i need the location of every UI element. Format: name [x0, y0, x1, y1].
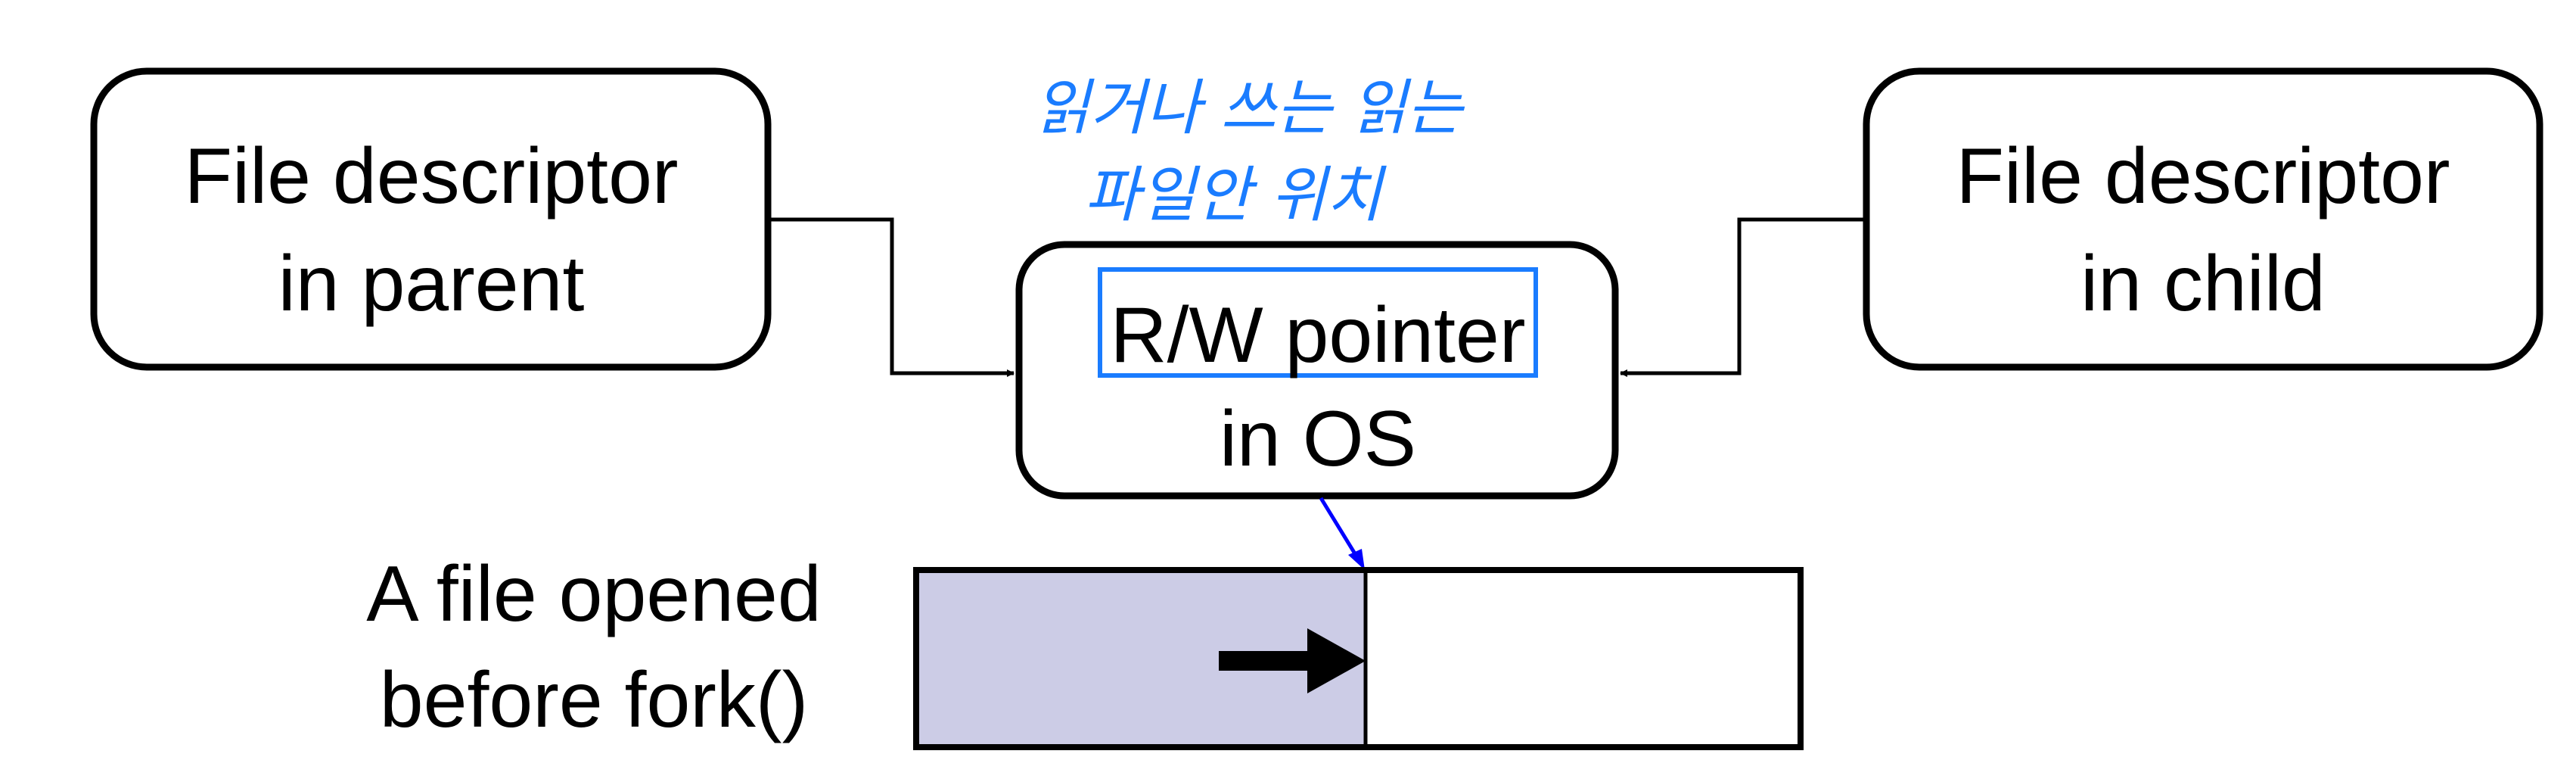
parent-to-os-arrow: [768, 217, 1015, 377]
file-position-arrow-icon: [1219, 628, 1366, 693]
os-pointer-label-line1: R/W pointer: [1110, 291, 1525, 379]
file-label-line2: before fork(): [380, 656, 808, 744]
os-pointer-label-line2: in OS: [1220, 395, 1416, 483]
file-label-line1: A file opened: [366, 550, 821, 638]
file-bar: [913, 567, 1804, 750]
child-fd-label-line2: in child: [2080, 240, 2326, 328]
handwritten-annotation: 읽거나 쓰는 읽는 파일안 위치: [1034, 73, 1465, 230]
child-to-os-arrow: [1620, 217, 1866, 377]
annotation-line2: 파일안 위치: [1084, 160, 1387, 230]
parent-fd-box: File descriptor in parent: [90, 67, 772, 371]
child-fd-label-line1: File descriptor: [1956, 132, 2450, 220]
parent-fd-label-line1: File descriptor: [184, 132, 678, 220]
os-pointer-box: R/W pointer in OS: [1015, 241, 1619, 500]
highlight-rect: [1098, 267, 1538, 378]
child-fd-box: File descriptor in child: [1863, 67, 2543, 371]
parent-fd-label-line2: in parent: [278, 240, 585, 328]
annotation-line1: 읽거나 쓰는 읽는: [1034, 73, 1465, 143]
pointer-arrow: [1319, 497, 1365, 570]
file-unread-region: [1366, 570, 1801, 747]
